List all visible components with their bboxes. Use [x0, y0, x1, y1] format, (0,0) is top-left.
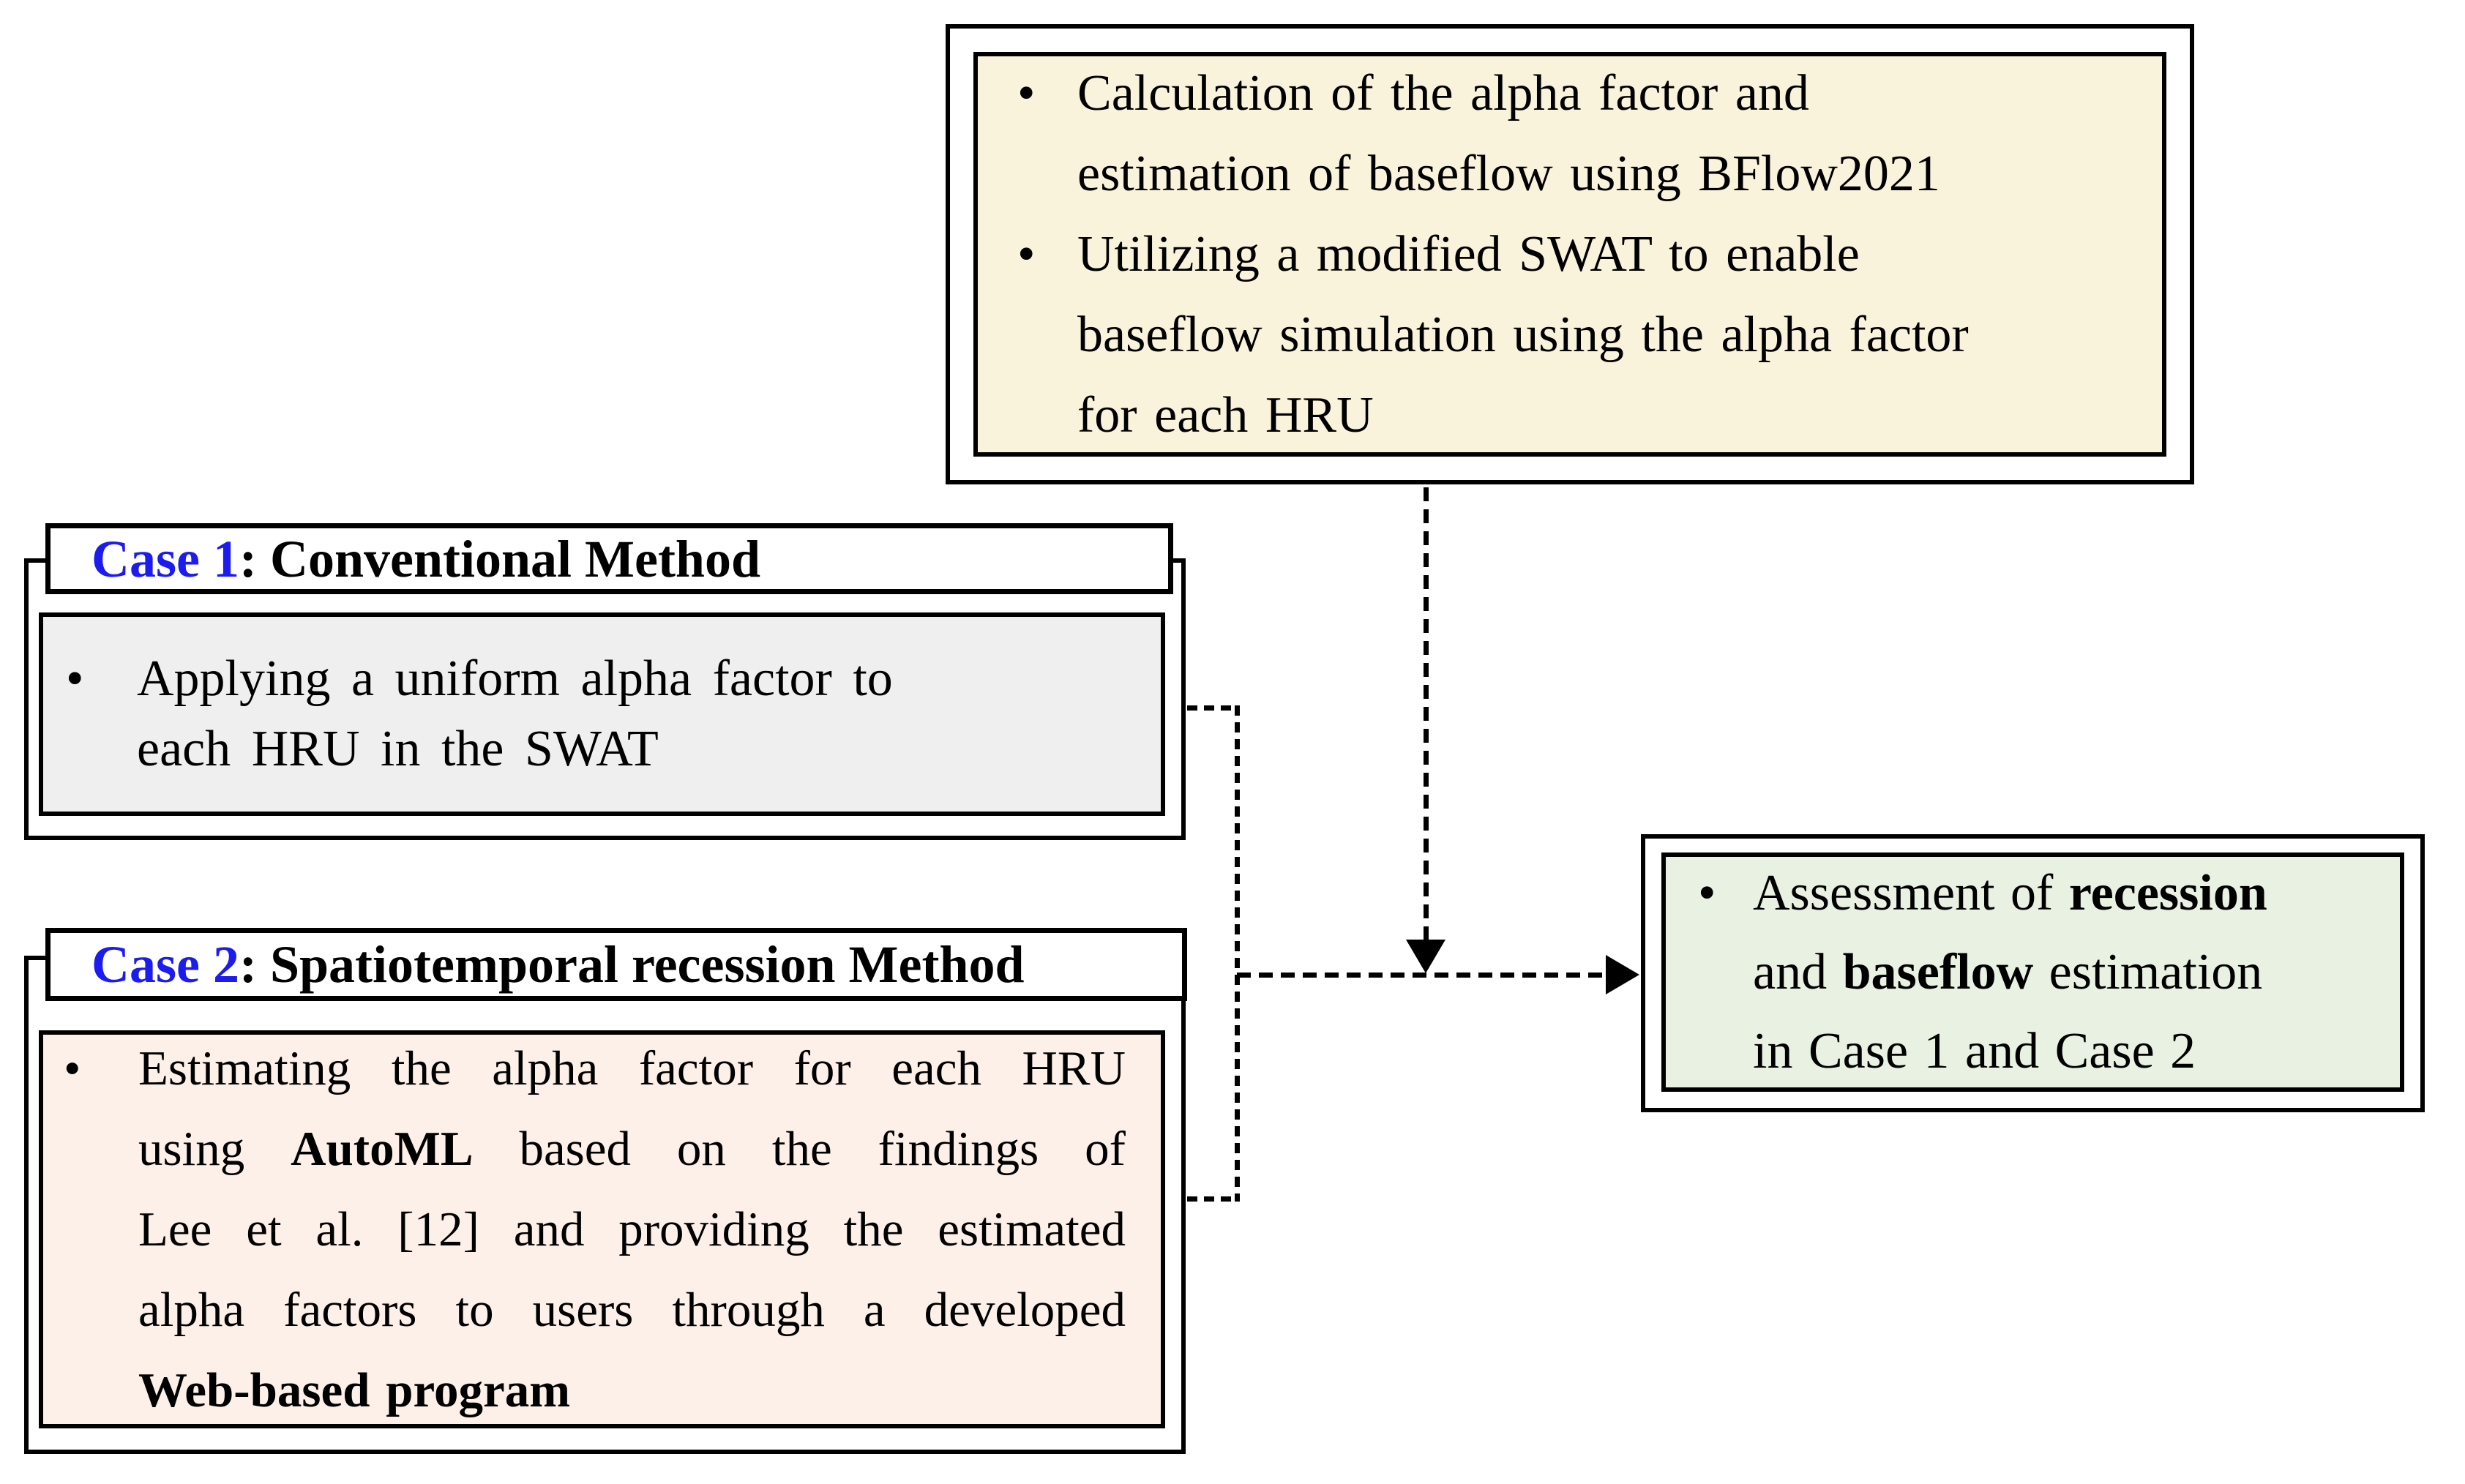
case2-body-box: • Estimating the alpha factor for each H… — [39, 1030, 1165, 1428]
bullet-text-line: and baseflow estimation — [1753, 943, 2263, 1000]
bullet-text-line: Web-based program — [138, 1350, 1126, 1431]
bullet-text-line: in Case 1 and Case 2 — [1753, 1022, 2196, 1079]
list-item: • Calculation of the alpha factor and es… — [1017, 53, 2133, 214]
bullet-text-line: Estimating the alpha factor for each HRU — [138, 1041, 1126, 1095]
connector-junction-to-assessment — [1237, 973, 1607, 978]
bullet-icon: • — [66, 651, 84, 707]
list-item: • Assessment of recession and baseflow e… — [1698, 854, 2378, 1091]
preprocessing-box: • Calculation of the alpha factor and es… — [946, 24, 2194, 484]
bullet-icon: • — [1698, 864, 1716, 921]
connector-bracket-vertical — [1235, 705, 1240, 1202]
connector-case2-stub — [1187, 1196, 1238, 1202]
bullet-text-line: each HRU in the SWAT — [137, 721, 659, 777]
case2-label: Case 2 — [91, 935, 239, 994]
bullet-text-line: for each HRU — [1077, 386, 1374, 443]
arrowhead-down-icon — [1406, 940, 1445, 973]
bullet-text-line: baseflow simulation using the alpha fact… — [1077, 306, 1969, 363]
list-item: • Utilizing a modified SWAT to enable ba… — [1017, 214, 2133, 456]
bold-term-baseflow: baseflow — [1842, 943, 2034, 1000]
preprocessing-box-inner: • Calculation of the alpha factor and es… — [973, 52, 2166, 457]
connector-case1-stub — [1187, 705, 1238, 711]
bullet-text-line: Utilizing a modified SWAT to enable — [1077, 225, 1860, 282]
arrowhead-right-icon — [1606, 955, 1639, 994]
bullet-text-line: estimation of baseflow using BFlow2021 — [1077, 145, 1940, 202]
bold-term-automl: AutoML — [291, 1122, 474, 1176]
bold-term-web-program: Web-based program — [138, 1363, 571, 1417]
case1-body-box: • Applying a uniform alpha factor to eac… — [39, 612, 1165, 816]
assessment-body-box: • Assessment of recession and baseflow e… — [1661, 852, 2404, 1092]
case2-header-title: Case 2: Spatiotemporal recession Method — [51, 938, 1025, 991]
list-item: • Applying a uniform alpha factor to eac… — [66, 644, 1131, 784]
list-item: • Estimating the alpha factor for each H… — [64, 1028, 1126, 1431]
connector-topbox-down — [1424, 487, 1429, 940]
case1-header-box: Case 1: Conventional Method — [45, 523, 1173, 594]
bullet-text-line: using AutoML based on the findings of — [138, 1122, 1126, 1176]
bullet-text-line: Calculation of the alpha factor and — [1077, 64, 1809, 121]
case1-label: Case 1 — [91, 529, 239, 588]
case1-header-title: Case 1: Conventional Method — [51, 533, 760, 585]
case2-header-rest: : Spatiotemporal recession Method — [239, 935, 1025, 994]
case1-header-rest: : Conventional Method — [239, 529, 761, 588]
case2-header-box: Case 2: Spatiotemporal recession Method — [45, 928, 1187, 1001]
bullet-text-line: Lee et al. [12] and providing the estima… — [138, 1202, 1126, 1256]
bullet-text-line: Applying a uniform alpha factor to — [137, 651, 893, 707]
bullet-icon: • — [64, 1041, 81, 1095]
bullet-text-line: Assessment of recession — [1753, 864, 2267, 921]
bullet-icon: • — [1017, 64, 1036, 121]
bullet-icon: • — [1017, 225, 1036, 282]
bold-term-recession: recession — [2068, 864, 2267, 921]
assessment-container-box: • Assessment of recession and baseflow e… — [1641, 834, 2425, 1112]
bullet-text-line: alpha factors to users through a develop… — [138, 1283, 1126, 1337]
